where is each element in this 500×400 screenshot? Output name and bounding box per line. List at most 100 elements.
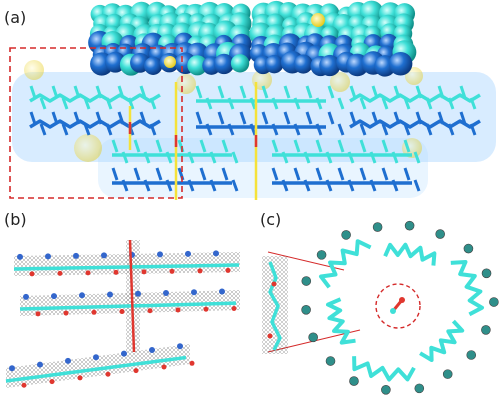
sidechain-stick xyxy=(425,97,433,110)
sidechain-stick xyxy=(293,139,301,153)
sidechain-stick xyxy=(199,167,207,181)
sidechain-stick xyxy=(209,179,217,192)
sidechain-stick xyxy=(139,111,147,125)
sphere-cluster-top xyxy=(88,0,417,77)
sidechain-stick xyxy=(51,111,59,125)
sidechain-stick xyxy=(195,111,203,125)
nitrogen-atom xyxy=(191,289,197,296)
ring-backbone xyxy=(319,239,372,289)
oxygen-atom xyxy=(147,308,153,314)
sidechain-stick xyxy=(403,97,411,110)
nitrogen-atom xyxy=(45,253,51,260)
sidechain-stick xyxy=(293,167,301,181)
oxygen-atom xyxy=(21,382,27,388)
density-mesh xyxy=(6,344,190,388)
sidechain-stick xyxy=(391,179,399,192)
atom-sphere xyxy=(213,53,235,75)
sidechain-stick xyxy=(239,85,247,99)
backbone-stick xyxy=(13,263,240,271)
sidechain-stick xyxy=(447,123,455,136)
sidechain-stick xyxy=(369,179,377,192)
sidechain-stick xyxy=(347,179,355,192)
highlight-circle xyxy=(375,283,421,329)
sidechain-stick xyxy=(447,97,455,110)
nitrogen-atom xyxy=(23,293,29,300)
nitrogen-atom xyxy=(121,350,127,357)
mesh-atom xyxy=(316,250,327,260)
oxygen-atom xyxy=(231,305,237,311)
mesh-atom xyxy=(404,220,415,231)
mesh-atom xyxy=(301,305,311,315)
stick-molecules-b xyxy=(5,239,240,388)
atom-sphere xyxy=(265,55,284,74)
sidechain-stick xyxy=(29,111,37,125)
sidechain-stick xyxy=(413,179,421,192)
stick-molecules-c xyxy=(267,239,484,382)
sidechain-stick xyxy=(369,151,377,164)
sidechain-stick xyxy=(217,85,225,99)
sidechain-stick xyxy=(221,167,229,181)
nitrogen-atom xyxy=(185,250,191,257)
mesh-atom xyxy=(381,385,391,395)
backbone-stick xyxy=(349,119,481,129)
ring-backbone xyxy=(450,260,484,317)
mesh-atom xyxy=(435,229,445,239)
sidechain-stick xyxy=(359,167,367,181)
mesh-c xyxy=(262,220,499,395)
nitrogen-atom xyxy=(219,288,225,295)
sidechain-stick xyxy=(303,151,311,164)
nitrogen-atom xyxy=(157,251,163,258)
panel-label-b: (b) xyxy=(4,210,27,229)
oxygen-atom xyxy=(113,269,119,275)
sidechain-stick xyxy=(305,85,313,99)
stick-molecules-a xyxy=(29,82,481,200)
nitrogen-atom xyxy=(101,252,107,259)
sidechain-stick xyxy=(391,151,399,164)
sidechain-stick xyxy=(281,151,289,164)
sidechain-stick xyxy=(283,85,291,99)
sidechain-stick xyxy=(111,167,119,181)
sidechain-stick xyxy=(155,139,163,153)
mesh-atom xyxy=(414,383,425,394)
nitrogen-atom xyxy=(65,357,71,364)
sidechain-stick xyxy=(347,151,355,164)
sidechain-stick xyxy=(315,139,323,153)
nitrogen-atom xyxy=(79,292,85,299)
sidechain-stick xyxy=(381,123,389,136)
sidechain-stick xyxy=(359,123,367,136)
oxygen-atom xyxy=(63,310,69,316)
ring-backbone xyxy=(383,242,437,266)
oxygen-atom xyxy=(57,270,63,276)
sidechain-stick xyxy=(325,179,333,192)
sidechain-stick xyxy=(73,111,81,125)
linker-stick xyxy=(128,239,136,353)
sidechain-stick xyxy=(39,123,47,136)
sidechain-stick xyxy=(261,111,269,125)
sidechain-stick xyxy=(127,97,135,110)
oxygen-atom xyxy=(175,307,181,313)
sidechain-stick xyxy=(359,97,367,110)
sidechain-stick xyxy=(325,151,333,164)
atom-sphere xyxy=(187,55,208,76)
sidechain-stick xyxy=(249,123,257,136)
oxygen-atom xyxy=(271,281,277,287)
panel-label-a: (a) xyxy=(4,8,27,27)
sidechain-stick xyxy=(143,151,151,164)
sidechain-stick xyxy=(133,167,141,181)
nitrogen-atom xyxy=(163,290,169,297)
sidechain-stick xyxy=(199,139,207,153)
sidechain-stick xyxy=(61,97,69,110)
sidechain-stick xyxy=(117,85,125,99)
sulfur-sphere xyxy=(164,56,176,68)
sidechain-stick xyxy=(459,85,467,99)
sidechain-stick xyxy=(315,123,323,136)
sidechain-stick xyxy=(371,85,379,99)
backbone-stick xyxy=(19,301,237,311)
sidechain-stick xyxy=(39,97,47,110)
atom-sphere xyxy=(388,51,413,76)
mesh-atom xyxy=(481,268,492,279)
backbone-stick xyxy=(29,119,161,129)
sidechain-stick xyxy=(209,151,217,164)
sidechain-stick xyxy=(393,85,401,99)
sidechain-stick xyxy=(349,85,357,99)
